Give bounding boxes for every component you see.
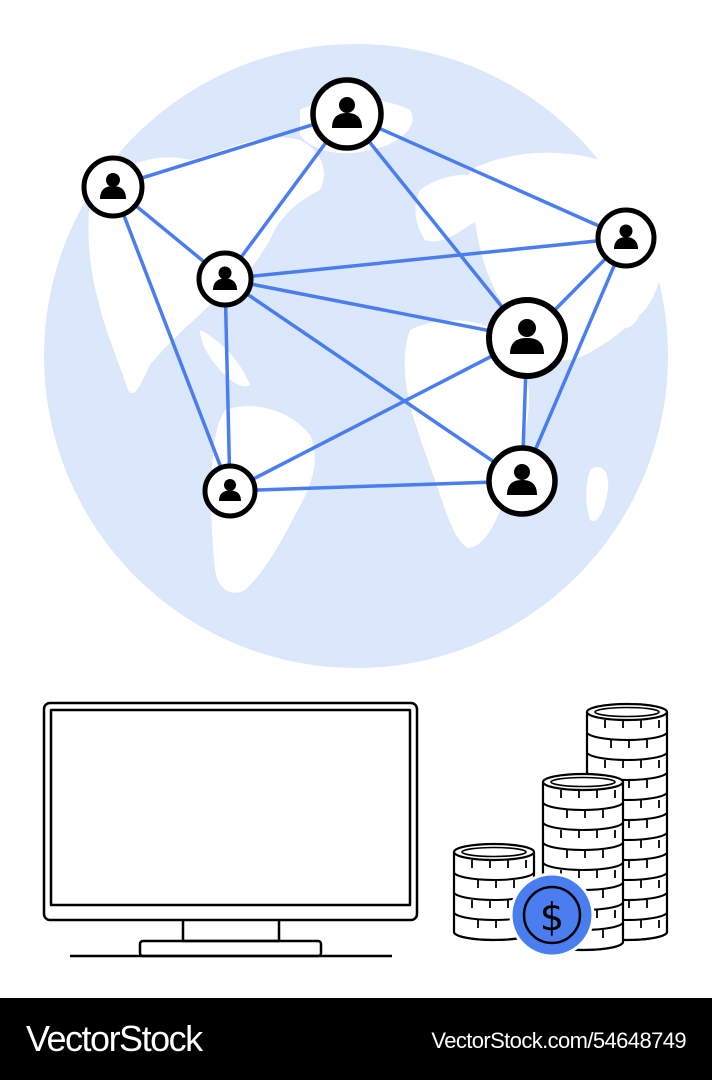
user-node [196,250,254,308]
coin-stacks: $ [452,702,669,958]
user-icon [213,266,237,290]
monitor-base [138,939,323,958]
network-link [520,236,628,483]
user-node [486,445,558,517]
network-link [223,277,232,493]
user-icon [614,224,638,249]
monitor-screen [49,708,412,907]
network-link [228,479,524,493]
monitor-icon [42,701,419,958]
illustration: $ [42,44,669,958]
monitor-neck [181,920,281,943]
user-icon [507,464,537,495]
dollar-coin-badge: $ [509,872,595,958]
monitor-frame [42,701,419,922]
footer-bar: VectorStock VectorStock.com/54648749 [0,998,712,1080]
user-icon [219,479,241,501]
network-link [345,112,529,340]
network-link [345,112,628,240]
network-link [228,336,529,493]
brand-logo-text[interactable]: VectorStock [26,1018,203,1059]
network-links [111,112,628,493]
user-node [202,463,258,519]
network-link [223,236,628,281]
network-link [111,112,349,189]
user-node [310,77,384,151]
user-icon [100,173,126,199]
user-node [81,155,145,219]
dollar-icon: $ [540,895,564,939]
network-link [223,277,529,340]
network-nodes [81,77,657,519]
user-node [595,207,657,269]
network-link [111,185,232,493]
user-icon [510,319,544,354]
user-icon [332,97,362,128]
image-url-text: VectorStock.com/54648749 [431,1028,686,1053]
user-node [486,297,568,379]
network-link [223,277,524,483]
